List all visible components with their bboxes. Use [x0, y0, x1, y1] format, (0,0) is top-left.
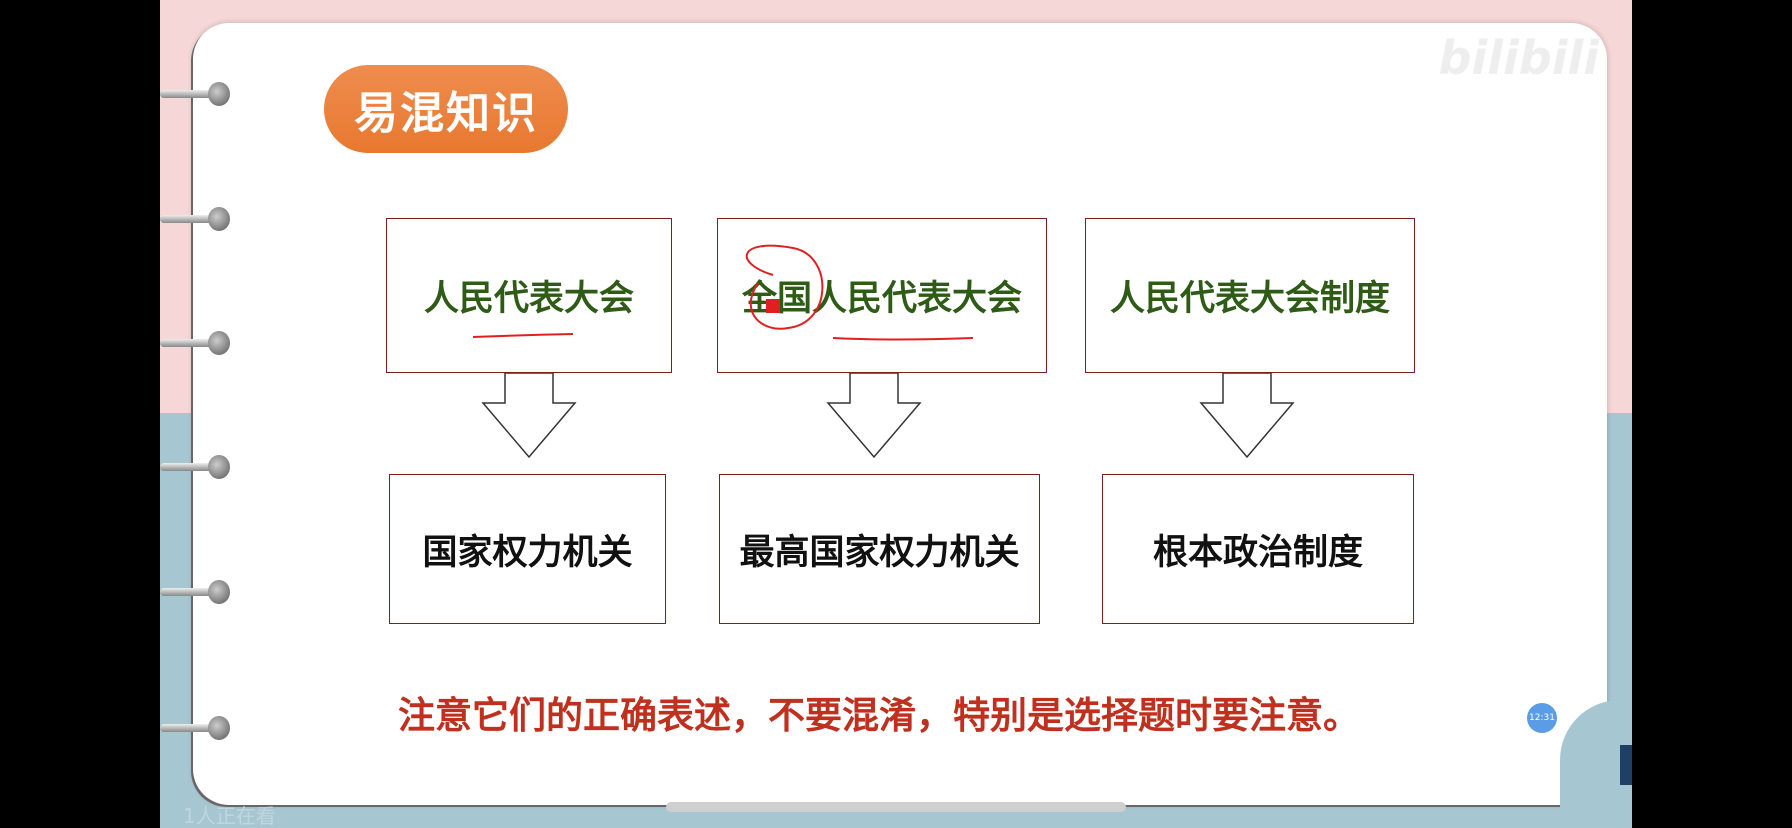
bottom-box-3: 根本政治制度: [1102, 474, 1414, 624]
down-arrow-icon: [826, 373, 922, 459]
clock-badge: 12:31: [1527, 703, 1557, 733]
note-text: 注意它们的正确表述，不要混淆，特别是选择题时要注意。: [398, 694, 1360, 737]
scrollbar[interactable]: [666, 802, 1126, 812]
top-box-2: 全国人民代表大会: [717, 218, 1047, 373]
binder-ring-icon: [160, 716, 230, 740]
viewer-count: 1人正在看: [183, 804, 276, 828]
binder-ring-icon: [160, 331, 230, 355]
down-arrow-icon: [481, 373, 577, 459]
top-box-3: 人民代表大会制度: [1085, 218, 1415, 373]
bilibili-watermark: bilibili: [1438, 31, 1599, 85]
bottom-box-1: 国家权力机关: [389, 474, 666, 624]
down-arrow-icon: [1199, 373, 1295, 459]
binder-ring-icon: [160, 207, 230, 231]
binder-ring-icon: [160, 580, 230, 604]
video-player[interactable]: bilibili 易混知识 人民代表大会 全国人民代表大会 人民代表大会制度 国…: [160, 0, 1632, 828]
top-box-1: 人民代表大会: [386, 218, 672, 373]
slide-title-badge: 易混知识: [324, 65, 568, 153]
binder-ring-icon: [160, 455, 230, 479]
bottom-box-2: 最高国家权力机关: [719, 474, 1040, 624]
slide-card: bilibili 易混知识 人民代表大会 全国人民代表大会 人民代表大会制度 国…: [193, 23, 1607, 805]
binder-ring-icon: [160, 82, 230, 106]
